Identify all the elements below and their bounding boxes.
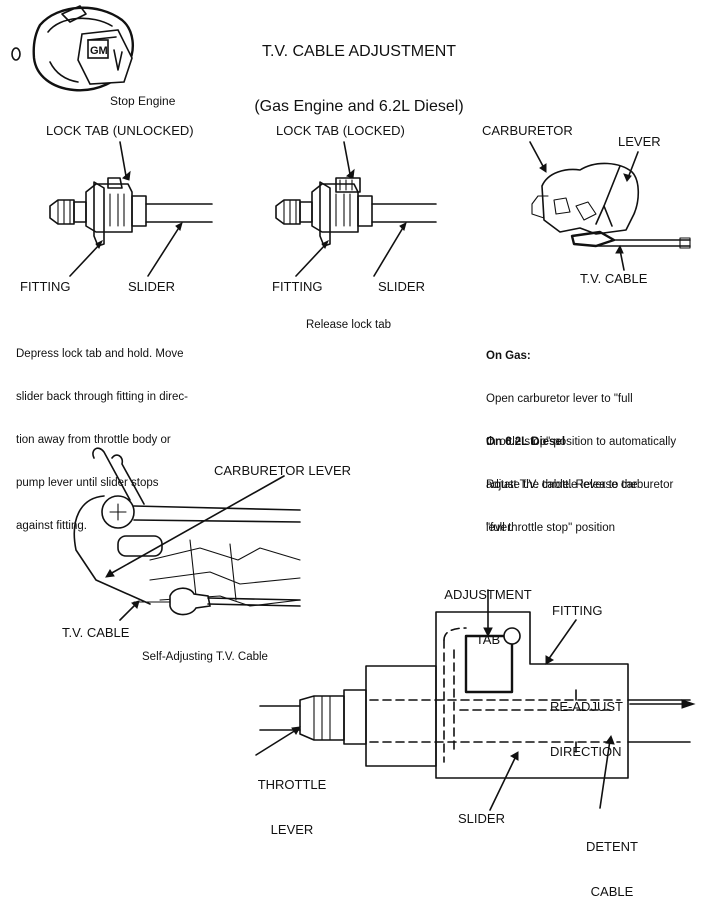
unlocked-instruction-line: tion away from throttle body or: [16, 434, 171, 446]
throttle-line-2: LEVER: [270, 821, 314, 837]
adjustment-tab-line-1: ADJUSTMENT: [444, 586, 532, 602]
fitting-cutaway-illustration: [255, 589, 696, 811]
ignition-key-illustration: GM: [11, 5, 134, 92]
slider-label-1: SLIDER: [128, 279, 175, 294]
gm-badge: GM: [90, 45, 108, 57]
slider-label-3: SLIDER: [458, 811, 505, 826]
readjust-line-1: RE-ADJUST: [550, 698, 623, 714]
detent-line-1: DETENT: [586, 838, 638, 854]
fitting-label-1: FITTING: [20, 279, 71, 294]
detent-line-2: CABLE: [590, 883, 634, 899]
lock-tab-unlocked-label: LOCK TAB (UNLOCKED): [46, 123, 194, 138]
diesel-instructions: On 6.2L Diesel Rotate the throttle lever…: [486, 406, 638, 550]
tv-cable-label-2: T.V. CABLE: [62, 625, 130, 640]
self-adjusting-caption: Self-Adjusting T.V. Cable: [142, 651, 268, 663]
stop-engine-caption: Stop Engine: [110, 94, 176, 108]
detent-cable-label: DETENT CABLE: [582, 810, 642, 915]
carburetor-illustration: [529, 141, 691, 271]
gas-instructions: On Gas: Open carburetor lever to "full t…: [486, 320, 676, 550]
tv-cable-label-1: T.V. CABLE: [580, 271, 648, 286]
carburetor-lever-label: CARBURETOR LEVER: [214, 463, 352, 478]
title-line-2: (Gas Engine and 6.2L Diesel): [254, 97, 464, 115]
title-line-1: T.V. CABLE ADJUSTMENT: [261, 42, 457, 60]
fitting-label-3: FITTING: [552, 603, 603, 618]
fitting-unlocked-illustration: [49, 141, 213, 277]
unlocked-instructions: Depress lock tab and hold. Move slider b…: [16, 318, 188, 548]
page-title: T.V. CABLE ADJUSTMENT (Gas Engine and 6.…: [214, 6, 504, 135]
diesel-heading: On 6.2L Diesel: [486, 435, 566, 448]
fitting-locked-illustration: [275, 141, 437, 277]
self-adjusting-cable-illustration: [73, 447, 301, 621]
readjust-direction-label: RE-ADJUST DIRECTION: [550, 670, 623, 775]
gas-instruction-line: throttle stop" position to automatically: [486, 436, 677, 448]
adjustment-tab-line-2: TAB: [475, 631, 501, 647]
unlocked-instruction-line: Depress lock tab and hold. Move: [16, 347, 184, 360]
readjust-line-2: DIRECTION: [550, 743, 622, 759]
throttle-lever-label: THROTTLE LEVER: [256, 748, 328, 853]
lock-tab-locked-label: LOCK TAB (LOCKED): [276, 123, 405, 138]
adjustment-tab-label: ADJUSTMENT TAB: [440, 558, 536, 663]
unlocked-instruction-line: slider back through fitting in direc-: [16, 390, 188, 403]
gas-instruction-line: Open carburetor lever to "full: [486, 392, 633, 405]
unlocked-instruction-line: against fitting.: [16, 520, 87, 533]
diagram-artwork: GM: [11, 5, 696, 811]
fitting-label-2: FITTING: [272, 279, 323, 294]
diesel-instruction-line: Rotate the throttle lever to the: [486, 478, 638, 491]
slider-label-2: SLIDER: [378, 279, 425, 294]
gas-heading: On Gas:: [486, 349, 531, 362]
carburetor-label: CARBURETOR: [482, 123, 573, 138]
unlocked-instruction-line: pump lever until slider stops: [16, 477, 159, 490]
gas-instruction-line: adjust T.V. cable. Release carburetor: [486, 479, 674, 492]
lever-label: LEVER: [618, 134, 661, 149]
throttle-line-1: THROTTLE: [257, 776, 327, 792]
gas-instruction-line: lever.: [486, 522, 514, 535]
diesel-instruction-line: "full throttle stop" position: [486, 522, 615, 534]
locked-instructions: Release lock tab: [306, 319, 392, 331]
